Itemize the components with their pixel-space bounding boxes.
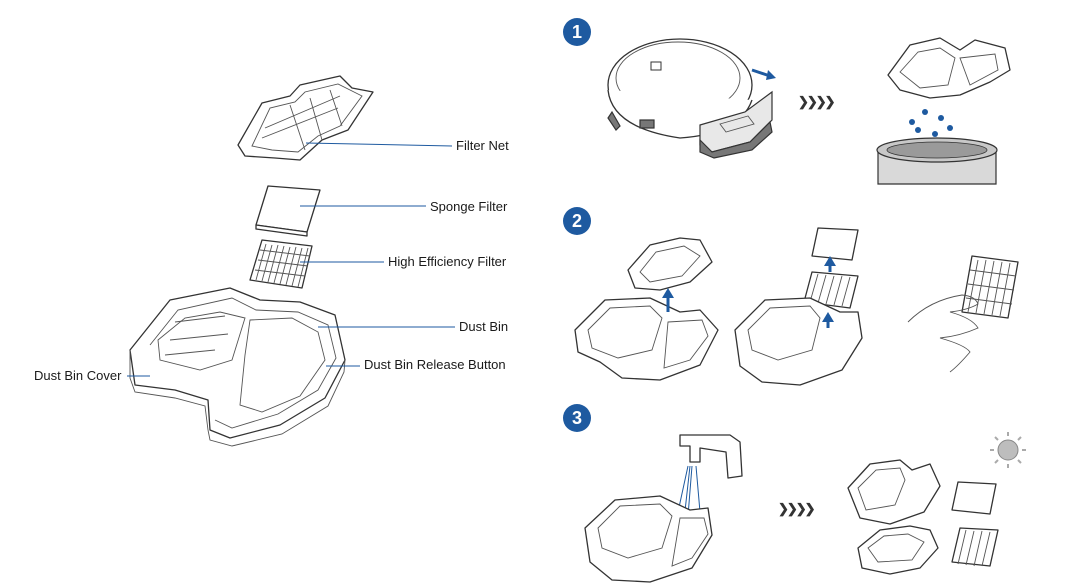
step-3-arrow: ❯❯❯❯	[778, 501, 816, 516]
dust-bin-illustration	[129, 287, 346, 447]
hepa-filter-label: High Efficiency Filter	[388, 254, 507, 269]
bin-emptying-illustration	[876, 37, 1011, 185]
sun-icon	[990, 432, 1026, 468]
sponge-filter-label: Sponge Filter	[430, 199, 508, 214]
step-3-badge: 3	[563, 404, 591, 432]
robot-vacuum-illustration	[607, 38, 776, 159]
remove-filters-illustration	[734, 227, 863, 386]
wash-bin-illustration	[584, 495, 713, 583]
sponge-filter-illustration	[255, 185, 321, 237]
step-2-badge: 2	[563, 207, 591, 235]
drying-parts-illustration	[847, 459, 999, 575]
hepa-filter-illustration	[249, 239, 313, 289]
filter-net-label: Filter Net	[456, 138, 509, 153]
dust-bin-cover-label: Dust Bin Cover	[34, 368, 122, 383]
release-button-label: Dust Bin Release Button	[364, 357, 506, 372]
tap-filter-illustration	[907, 255, 1019, 373]
filter-net-illustration	[237, 75, 374, 161]
step-1-badge: 1	[563, 18, 591, 46]
hand-icon	[907, 294, 979, 373]
dust-bin-label: Dust Bin	[459, 319, 509, 334]
faucet-icon	[677, 434, 743, 521]
water-drops-icon	[922, 109, 928, 115]
remove-filter-net-illustration	[574, 237, 719, 381]
step-1-arrow: ❯❯❯❯	[798, 94, 836, 109]
